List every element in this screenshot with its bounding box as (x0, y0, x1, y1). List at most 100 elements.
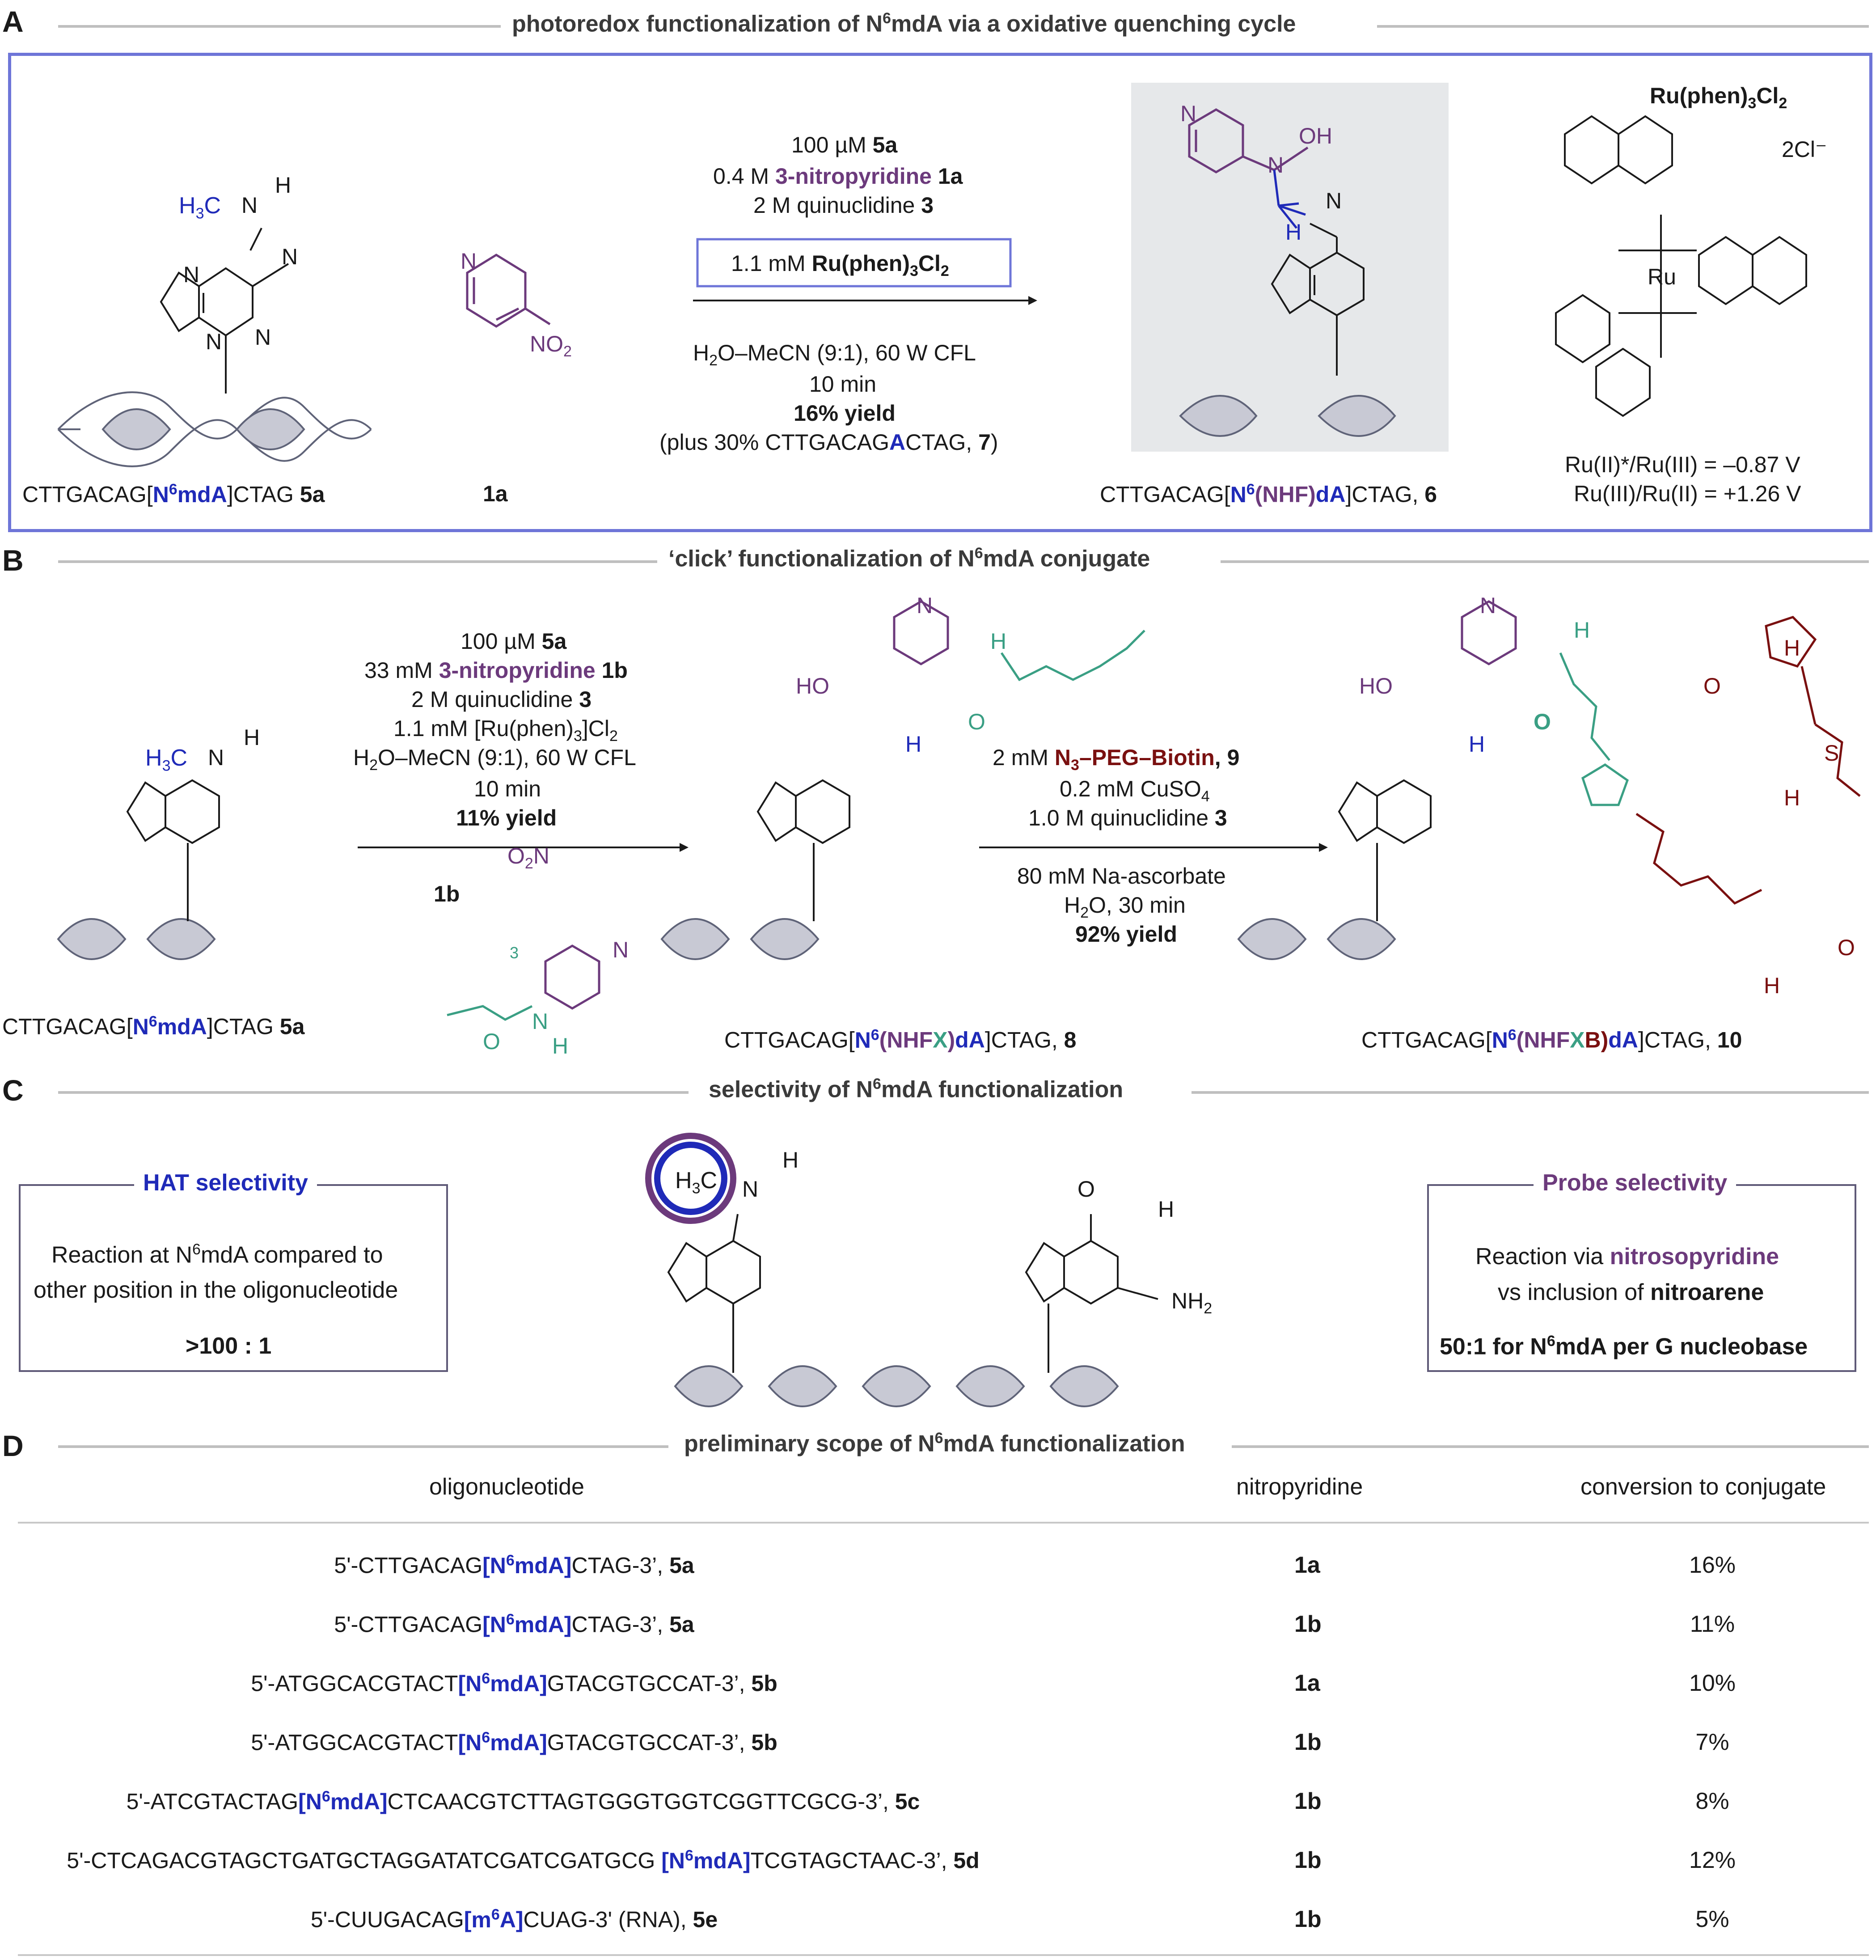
compound-id: 5b (751, 1730, 777, 1755)
sequence-prefix: 5'-ATGGCACGTACT (251, 1730, 458, 1755)
ru-center: Ru (1648, 264, 1676, 289)
table-header-conv: conversion to conjugate (1580, 1474, 1826, 1500)
panel-c-title: selectivity of N6mdA functionalization (709, 1075, 1124, 1103)
product8-nh: H (990, 629, 1007, 654)
amide-n: N (532, 1009, 549, 1034)
table-row-nitropyridine: 1b (1294, 1611, 1322, 1637)
hat-selectivity-box (19, 1184, 448, 1372)
section-rule (58, 25, 501, 28)
nh-label-b: N (208, 745, 224, 770)
probe-line1: Reaction via nitrosopyridine (1475, 1244, 1779, 1270)
table-row-sequence: 5'-ATCGTACTAG[N6mdA]CTCAACGTCTTAGTGGGTGG… (127, 1788, 920, 1815)
compound-id: 5a (669, 1553, 694, 1578)
panel-b-title: ‘click’ functionalization of N6mdA conju… (668, 545, 1150, 572)
methyl-label-b: H3C (145, 745, 188, 775)
h-label-c: H (782, 1147, 799, 1173)
table-row-sequence: 5'-ATGGCACGTACT[N6mdA]GTACGTGCCAT-3’, 5b (251, 1729, 777, 1756)
sequence-prefix: 5'-ATCGTACTAG (126, 1789, 299, 1814)
panel-letter-a: A (2, 5, 24, 38)
table-row-conversion: 8% (1695, 1788, 1729, 1814)
pyridine-n-1b: N (613, 937, 629, 962)
panel-letter-c: C (2, 1074, 24, 1107)
hat-title: HAT selectivity (134, 1169, 317, 1196)
conditions-b1-line6: 10 min (474, 776, 541, 801)
sequence-prefix: 5'-CTTGACAG (334, 1612, 483, 1637)
panel-a-structures (57, 83, 1807, 467)
n3-label: 3 (510, 944, 519, 962)
sequence-suffix: CUAG-3' (RNA), (523, 1907, 693, 1932)
probe-title: Probe selectivity (1534, 1169, 1737, 1196)
panel-b-structures (57, 600, 1861, 1021)
modified-base: [N6mdA] (661, 1847, 751, 1873)
catalyst-name: Ru(phen)3Cl2 (1650, 83, 1787, 112)
sequence-suffix: CTAG-3’, (571, 1612, 670, 1637)
section-rule (1192, 1091, 1869, 1094)
substrate-5a-label-b: CTTGACAG[N6mdA]CTAG 5a (2, 1013, 305, 1039)
section-rule (1377, 25, 1869, 28)
conditions-b1-line1: 100 µM 5a (461, 629, 567, 654)
conditions-a-line2: 0.4 M 3-nitropyridine 1a (713, 164, 963, 189)
product10-nh: H (1574, 618, 1590, 643)
nh-label: N (241, 193, 258, 218)
sequence-suffix: TCGTAGCTAAC-3’, (750, 1848, 954, 1873)
conditions-b2-line1: 2 mM N3–PEG–Biotin, 9 (993, 745, 1240, 774)
nh-label-c: N (742, 1177, 759, 1202)
product10-h: H (1469, 732, 1485, 757)
table-row-sequence: 5'-CTTGACAG[N6mdA]CTAG-3’, 5a (334, 1552, 694, 1579)
product10-o: O (1534, 709, 1551, 734)
table-rule (18, 1954, 1869, 1956)
modified-base: [N6mdA] (458, 1670, 547, 1696)
conditions-b2-line2: 0.2 mM CuSO4 (1060, 776, 1210, 805)
side-product-note: (plus 30% CTTGACAGACTAG, 7) (659, 430, 998, 455)
product8-label: CTTGACAG[N6(NHFX)dA]CTAG, 8 (724, 1026, 1077, 1053)
panel-d-title: preliminary scope of N6mdA functionaliza… (684, 1430, 1185, 1457)
table-row-sequence: 5'-CTTGACAG[N6mdA]CTAG-3’, 5a (334, 1611, 694, 1638)
product6-pyr-n: N (1180, 101, 1197, 126)
table-row-nitropyridine: 1b (1294, 1788, 1322, 1814)
conditions-a-line1: 100 µM 5a (791, 132, 898, 157)
panel-c-structures (645, 1133, 1158, 1407)
h-label: H (275, 173, 292, 198)
conditions-b1-line2: 33 mM 3-nitropyridine 1b (364, 658, 628, 683)
amide-o: O (483, 1029, 500, 1054)
substrate-5a-label: CTTGACAG[N6mdA]CTAG 5a (22, 481, 325, 507)
table-row-conversion: 10% (1689, 1670, 1736, 1696)
panel-letter-d: D (2, 1429, 24, 1462)
probe-selectivity-box (1427, 1184, 1856, 1372)
amide-o-biotin: O (1838, 935, 1855, 960)
panel-letter-b: B (2, 544, 24, 577)
hat-ratio: >100 : 1 (186, 1333, 272, 1359)
guanine-o: O (1077, 1177, 1095, 1202)
yield-b2: 92% yield (1075, 922, 1177, 947)
modified-base: [N6mdA] (482, 1611, 572, 1637)
modified-base: [m6A] (464, 1906, 524, 1932)
probe-ratio: 50:1 for N6mdA per G nucleobase (1440, 1333, 1808, 1360)
table-row-conversion: 5% (1695, 1906, 1729, 1932)
sequence-suffix: GTACGTGCCAT-3’, (547, 1730, 752, 1755)
compound-id: 5e (693, 1907, 718, 1932)
reagent-1b-label: 1b (434, 881, 460, 906)
conditions-a-line3: 2 M quinuclidine 3 (753, 193, 934, 218)
ru-complex-icon (1555, 115, 1807, 417)
table-row-sequence: 5'-CUUGACAG[m6A]CUAG-3' (RNA), 5e (311, 1906, 718, 1933)
sequence-suffix: GTACGTGCCAT-3’, (547, 1671, 752, 1696)
product8-pyr-n: N (917, 593, 933, 618)
product6-label: CTTGACAG[N6(NHF)dA]CTAG, 6 (1100, 481, 1437, 507)
table-header-nitro: nitropyridine (1236, 1474, 1363, 1500)
product10-pyr-n: N (1480, 593, 1496, 618)
modified-base: [N6mdA] (458, 1729, 547, 1755)
purine-icon (160, 228, 289, 353)
table-header-oligo: oligonucleotide (429, 1474, 584, 1500)
potential-2: Ru(III)/Ru(II) = +1.26 V (1574, 481, 1801, 506)
compound-id: 5a (669, 1612, 694, 1637)
table-row-nitropyridine: 1b (1294, 1847, 1322, 1873)
sequence-prefix: 5'-ATGGCACGTACT (251, 1671, 458, 1696)
substrate-5a-n: N (183, 262, 200, 287)
dna-helix-icon (57, 391, 372, 467)
sequence-suffix: CTCAACGTCTTAGTGGGTGGTCGGTTCGCG-3’, (387, 1789, 895, 1814)
product10-ho: HO (1359, 673, 1393, 698)
nitro-group: NO2 (530, 331, 572, 360)
guanine-nh2: NH2 (1171, 1288, 1213, 1317)
product8-o: O (968, 709, 985, 734)
product8-ho: HO (796, 673, 829, 698)
